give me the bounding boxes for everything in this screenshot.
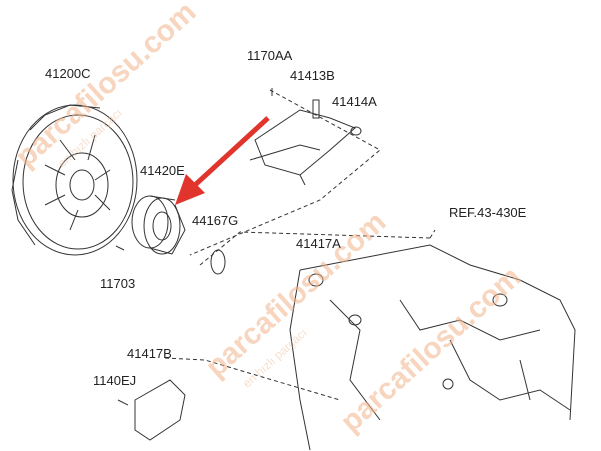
label-41417A: 41417A: [296, 236, 341, 251]
label-ref-43-430E: REF.43-430E: [449, 205, 527, 220]
release-fork-41414A: [249, 88, 362, 186]
clutch-cover-41200C: [11, 104, 138, 256]
label-1170AA: 1170AA: [247, 48, 293, 63]
label-41417B: 41417B: [127, 346, 172, 361]
release-bearing-41420E: [131, 195, 186, 255]
label-44167G: 44167G: [192, 213, 239, 228]
label-41200C: 41200C: [45, 66, 91, 81]
label-41414A: 41414A: [332, 94, 377, 109]
label-41420E: 41420E: [140, 163, 185, 178]
label-1140EJ: 1140EJ: [93, 373, 137, 388]
label-41413B: 41413B: [290, 68, 335, 83]
transmission-case: [289, 244, 576, 451]
label-11703: 11703: [100, 276, 136, 291]
leader-lines: [164, 89, 436, 401]
bracket-41417B: [117, 379, 186, 441]
bolt-11703: [115, 245, 125, 251]
sensor-41417A: [308, 273, 324, 287]
red-arrow-icon: [175, 116, 270, 205]
